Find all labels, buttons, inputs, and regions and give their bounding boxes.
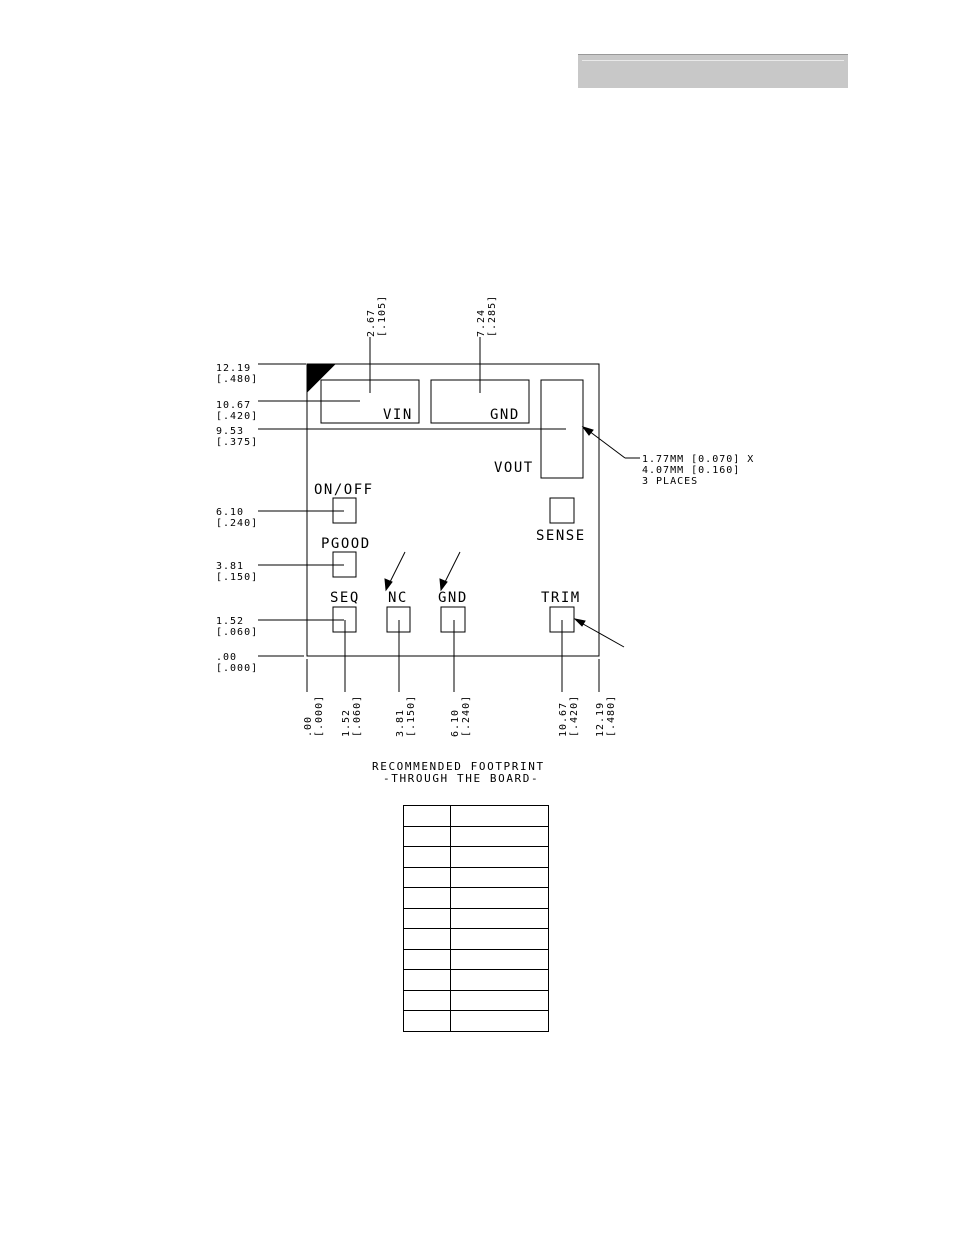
dim-bottom-10-67-mm: 10.67 (558, 702, 569, 737)
table-cell-function (450, 928, 549, 950)
gnd-arrow-line (442, 551, 461, 587)
table-row (403, 1010, 549, 1032)
module-outline (306, 363, 600, 657)
dim-bottom-1-52-in: [.060] (352, 695, 363, 737)
table-cell-function (450, 989, 549, 1011)
dim-left-1-52-mm: 1.52 (216, 616, 244, 627)
table-cell-function (450, 825, 549, 847)
sense-pad (549, 497, 575, 524)
on-off-label: ON/OFF (314, 482, 374, 498)
dim-bottom-10-67-in: [.420] (569, 695, 580, 737)
dim-left-3-81-mm: 3.81 (216, 561, 244, 572)
caption-line-1: RECOMMENDED FOOTPRINT (372, 760, 545, 773)
dim-bottom-1-52-mm: 1.52 (341, 709, 352, 737)
nc-arrowhead (384, 578, 393, 592)
table-cell-pin (403, 969, 451, 991)
table-cell-pin (403, 907, 451, 929)
table-row (403, 948, 549, 970)
callout-vout-arrowhead (581, 426, 594, 436)
callout-vout-arrow-line (584, 427, 626, 459)
trim-arrowhead (573, 618, 586, 627)
table-cell-pin (403, 866, 451, 888)
pin-table (403, 805, 549, 1032)
dim-bottom-0-mm: .00 (303, 716, 314, 737)
table-cell-pin (403, 928, 451, 950)
table-cell-pin (403, 1010, 451, 1032)
table-cell-pin (403, 825, 451, 847)
caption-line-2: -THROUGH THE BOARD- (383, 772, 539, 785)
pin-table-body (403, 805, 549, 1032)
table-cell-function (450, 846, 549, 868)
dim-bottom-3-81-in: [.150] (406, 695, 417, 737)
dim-left-0-in: [.000] (216, 663, 258, 674)
dim-left-12-19-in: [.480] (216, 374, 258, 385)
dim-left-10-67-in: [.420] (216, 411, 258, 422)
dim-left-6-10-in: [.240] (216, 518, 258, 529)
dim-bottom-6-10-in: [.240] (461, 695, 472, 737)
callout-line-3: 3 PLACES (642, 476, 698, 487)
vin-label: VIN (383, 407, 413, 423)
table-cell-pin (403, 887, 451, 909)
table-cell-function (450, 907, 549, 929)
dim-bottom-3-81-mm: 3.81 (395, 709, 406, 737)
header-rule (582, 60, 844, 61)
dim-bottom-12-19-in: [.480] (606, 695, 617, 737)
gnd-arrowhead (439, 578, 448, 592)
table-cell-function (450, 969, 549, 991)
table-row (403, 989, 549, 1011)
table-cell-function (450, 1010, 549, 1032)
seq-label: SEQ (330, 590, 360, 606)
header-band (578, 54, 848, 88)
table-row (403, 928, 549, 950)
dim-left-1-52-in: [.060] (216, 627, 258, 638)
table-cell-pin (403, 805, 451, 827)
dim-left-10-67-mm: 10.67 (216, 400, 251, 411)
gnd-bottom-label: GND (438, 590, 468, 606)
pin1-marker (306, 363, 337, 394)
table-row (403, 907, 549, 929)
dim-left-6-10-mm: 6.10 (216, 507, 244, 518)
dim-top-2-67-in: [.105] (377, 295, 388, 337)
nc-arrow-line (387, 551, 406, 587)
table-cell-pin (403, 846, 451, 868)
table-row (403, 825, 549, 847)
table-row (403, 846, 549, 868)
gnd-bottom-pad (440, 606, 466, 633)
table-cell-function (450, 948, 549, 970)
callout-line-1: 1.77MM [0.070] X (642, 454, 754, 465)
dim-top-7-24-in: [.285] (487, 295, 498, 337)
pgood-label: PGOOD (321, 536, 371, 552)
table-row (403, 969, 549, 991)
dim-bottom-6-10-mm: 6.10 (450, 709, 461, 737)
table-cell-function (450, 805, 549, 827)
dim-left-9-53-in: [.375] (216, 437, 258, 448)
gnd-top-label: GND (490, 407, 520, 423)
table-row (403, 866, 549, 888)
table-cell-pin (403, 989, 451, 1011)
dim-top-2-67-mm: 2.67 (366, 309, 377, 337)
dim-left-12-19-mm: 12.19 (216, 363, 251, 374)
trim-label: TRIM (541, 590, 581, 606)
dim-left-9-53-mm: 9.53 (216, 426, 244, 437)
table-row (403, 805, 549, 827)
dim-bottom-12-19-mm: 12.19 (595, 702, 606, 737)
dim-left-0-mm: .00 (216, 652, 237, 663)
vout-label: VOUT (494, 460, 534, 476)
dim-left-3-81-in: [.150] (216, 572, 258, 583)
trim-arrow-line (575, 619, 625, 648)
callout-line-2: 4.07MM [0.160] (642, 465, 740, 476)
table-row (403, 887, 549, 909)
table-cell-function (450, 866, 549, 888)
table-cell-function (450, 887, 549, 909)
nc-label: NC (388, 590, 408, 606)
dim-bottom-0-in: [.000] (314, 695, 325, 737)
sense-label: SENSE (536, 528, 586, 544)
table-cell-pin (403, 948, 451, 970)
dim-top-7-24-mm: 7.24 (476, 309, 487, 337)
